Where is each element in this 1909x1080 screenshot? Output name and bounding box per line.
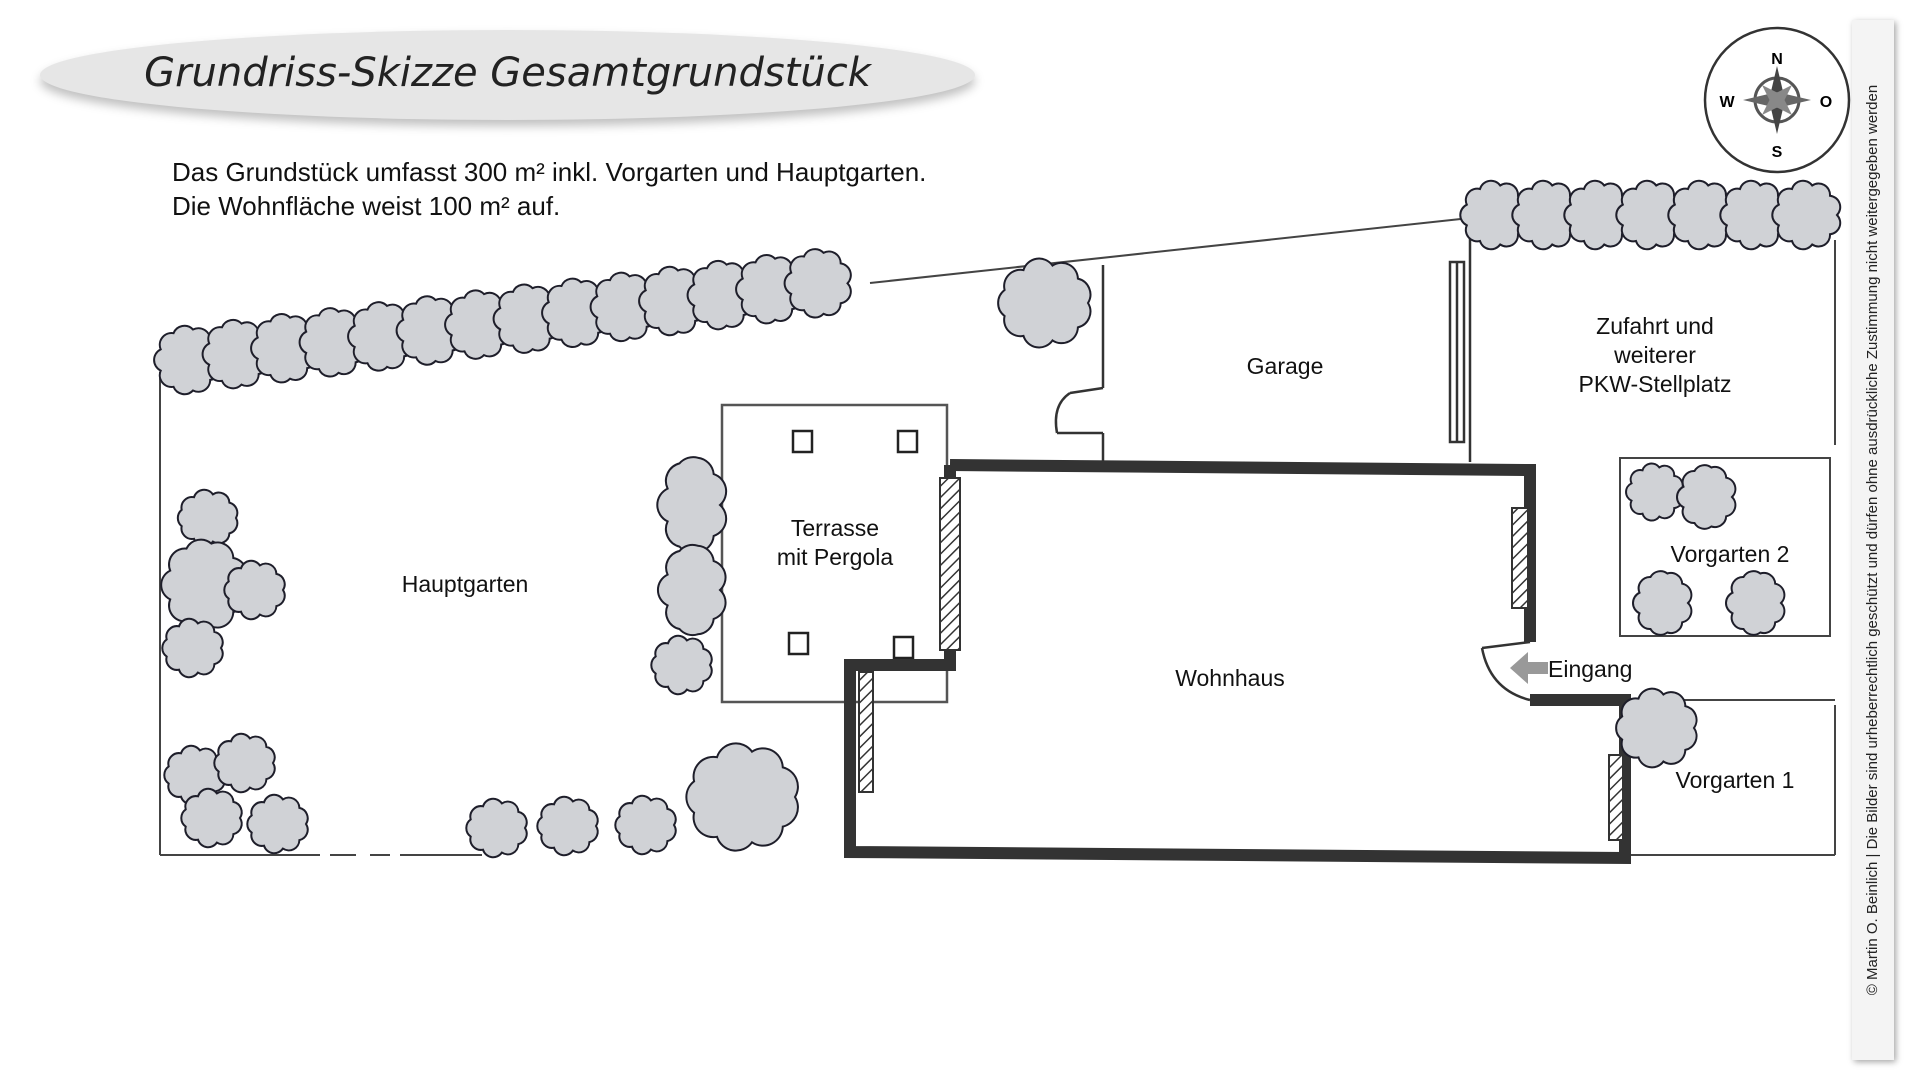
bush (614, 794, 677, 856)
hedge-bush (1563, 179, 1634, 251)
hedge-bush (395, 295, 464, 366)
label-zufahrt-line-2: weiterer (1614, 342, 1696, 368)
pergola-post (791, 429, 814, 454)
bush (1625, 462, 1684, 522)
hedge-bush (589, 271, 658, 343)
compass: N W O S (1703, 26, 1851, 174)
house-walls (844, 459, 1631, 865)
hedge-bush (1771, 179, 1842, 251)
bush (465, 797, 528, 859)
bush (161, 617, 224, 679)
label-vorgarten-1: Vorgarten 1 (1675, 767, 1795, 793)
bush (656, 543, 727, 637)
bush (536, 795, 599, 857)
pergola-post (892, 635, 915, 660)
window-hatch (939, 477, 961, 651)
hedge-bush (298, 307, 367, 378)
terrace (720, 403, 949, 704)
label-wohnhaus: Wohnhaus (1175, 665, 1285, 691)
hedge-bush (201, 318, 270, 390)
hedge-bush (1667, 179, 1738, 251)
hedge-bush (1719, 179, 1790, 251)
bush (1631, 570, 1693, 636)
hedge-bush (1615, 179, 1686, 251)
vegetation (153, 179, 1842, 859)
pergola-post (787, 631, 810, 656)
hedge-bush (638, 265, 707, 337)
window-hatch (1608, 754, 1624, 841)
label-zufahrt-line-1: Zufahrt und (1596, 313, 1714, 339)
entrance-arrow-icon (1510, 652, 1548, 684)
pergola-post (896, 429, 919, 454)
garage-door-leaf (1069, 386, 1104, 395)
title-banner: Grundriss-Skizze Gesamtgrundstück (40, 30, 975, 120)
label-zufahrt-line-3: PKW-Stellplatz (1578, 371, 1732, 397)
hedge-bush (492, 283, 561, 354)
bush (160, 538, 248, 632)
compass-south: S (1772, 144, 1783, 161)
hedge-bush (1511, 179, 1582, 251)
bush (1675, 464, 1737, 530)
bush (1724, 570, 1786, 636)
vorgarten-2-box (1619, 457, 1831, 637)
description-line-1: Das Grundstück umfasst 300 m² inkl. Vorg… (172, 157, 927, 187)
entrance-door-leaf (1481, 640, 1531, 650)
bush (685, 742, 799, 852)
label-terrasse-line-2: mit Pergola (776, 544, 894, 570)
compass-needle-diag (1762, 85, 1792, 115)
copyright-strip: © Martin O. Beinlich | Die Bilder sind u… (1852, 20, 1894, 1060)
hedge-bush (735, 254, 804, 325)
hedge-bush (250, 313, 319, 384)
hedge-bush (1459, 179, 1530, 251)
copyright-text: © Martin O. Beinlich | Die Bilder sind u… (1864, 84, 1881, 996)
label-eingang: Eingang (1548, 656, 1633, 682)
compass-east: O (1820, 94, 1832, 111)
property-boundary (159, 217, 1836, 856)
garage-door-swing (1054, 391, 1071, 434)
house-wall-north (949, 459, 1536, 642)
label-hauptgarten: Hauptgarten (401, 571, 529, 597)
compass-west: W (1719, 94, 1735, 111)
label-garage: Garage (1246, 353, 1324, 379)
hedge-bush (444, 289, 513, 360)
compass-north: N (1771, 51, 1783, 68)
entrance-door-swing (1480, 647, 1531, 702)
terrace-outline (720, 403, 949, 704)
hedge-bush (153, 324, 222, 396)
bush (223, 559, 286, 621)
description: Das Grundstück umfasst 300 m² inkl. Vorg… (172, 155, 926, 223)
bush (650, 634, 713, 696)
boundary-north (869, 217, 1471, 284)
house-wall-south (844, 465, 1631, 865)
description-line-2: Die Wohnfläche weist 100 m² auf. (172, 191, 561, 221)
window-hatch (1511, 507, 1529, 609)
bush (656, 456, 728, 554)
window-hatch (858, 671, 874, 793)
label-vorgarten-2: Vorgarten 2 (1670, 541, 1790, 567)
bush (1615, 687, 1698, 769)
hedge-bush (541, 277, 610, 348)
hedge-bush (347, 301, 416, 372)
label-terrasse-line-1: Terrasse (790, 515, 880, 541)
label-terrasse: Terrasse mit Pergola (745, 514, 925, 572)
bush (176, 488, 239, 548)
bush (180, 787, 243, 849)
bush (246, 793, 309, 855)
hedge-bush (686, 259, 755, 331)
bush (997, 257, 1092, 349)
label-zufahrt: Zufahrt und weiterer PKW-Stellplatz (1555, 312, 1755, 399)
garage (1054, 218, 1472, 462)
hedge-bush (783, 248, 852, 319)
bush (213, 732, 276, 794)
title-ellipse (40, 30, 975, 120)
page-title: Grundriss-Skizze Gesamtgrundstück (144, 50, 871, 96)
